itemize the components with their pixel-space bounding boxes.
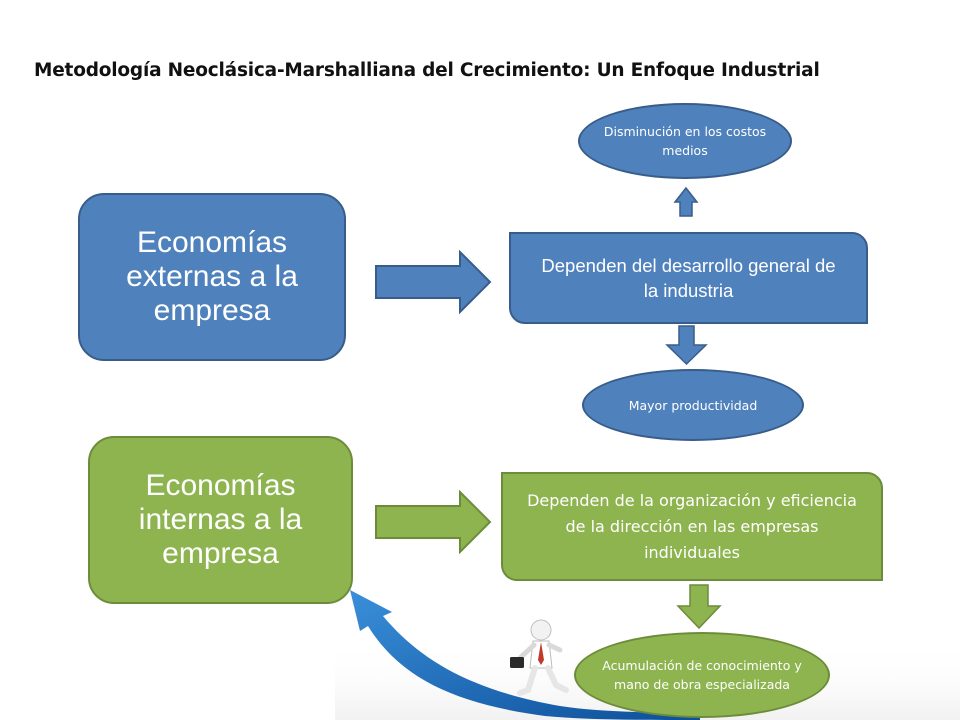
external-dependency-label: Dependen del desarrollo general de la in… — [541, 255, 836, 301]
knowledge-accumulation-oval: Acumulación de conocimiento y mano de ob… — [574, 632, 830, 718]
businessman-icon — [510, 619, 569, 696]
knowledge-accumulation-label: Acumulación de conocimiento y mano de ob… — [602, 658, 802, 692]
productivity-label: Mayor productividad — [628, 397, 758, 413]
average-cost-oval: Disminución en los costos medios — [578, 103, 792, 179]
arrow-right-internal-icon — [375, 489, 492, 555]
internal-dependency-box: Dependen de la organización y eficiencia… — [501, 472, 883, 581]
average-cost-label: Disminución en los costos medios — [603, 124, 767, 158]
arrow-right-external-icon — [375, 249, 492, 315]
page-title: Metodología Neoclásica-Marshalliana del … — [34, 60, 820, 81]
arrow-up-icon — [673, 186, 699, 217]
internal-dependency-label: Dependen de la organización y eficiencia… — [527, 490, 857, 562]
arrow-down-internal-icon — [676, 584, 722, 630]
internal-economies-box: Economías internas a la empresa — [88, 436, 353, 604]
external-economies-box: Economías externas a la empresa — [78, 193, 346, 361]
external-dependency-box: Dependen del desarrollo general de la in… — [509, 232, 868, 324]
external-economies-label: Economías externas a la empresa — [126, 226, 298, 327]
arrow-down-external-icon — [665, 325, 708, 366]
internal-economies-label: Economías internas a la empresa — [138, 469, 303, 570]
productivity-oval: Mayor productividad — [582, 369, 804, 441]
